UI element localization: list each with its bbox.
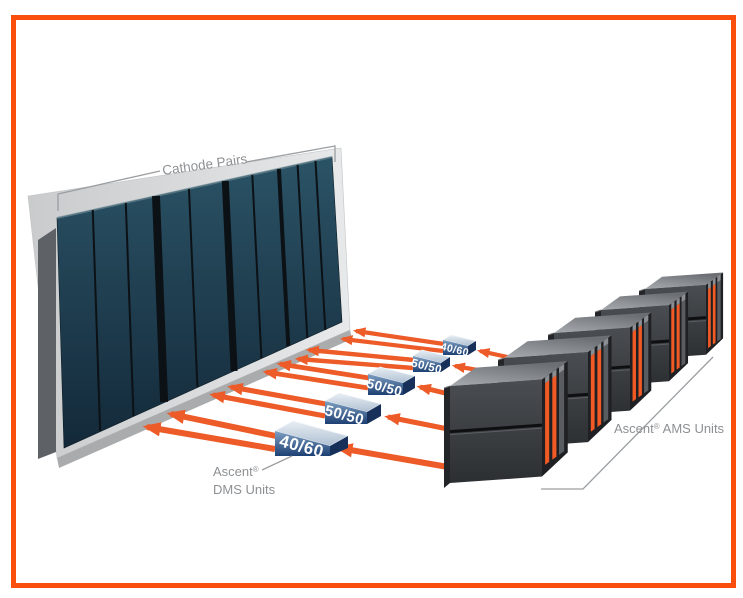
flow-arrow-out [142, 422, 276, 452]
dms-caption-pointer [261, 455, 293, 471]
ams-unit-connector [552, 369, 557, 379]
ams-orange-bar [632, 329, 636, 402]
cathode-back-panel [38, 228, 56, 459]
dms-box-1: 40/60 [439, 334, 477, 359]
ams-unit-connector [717, 274, 721, 283]
flow-arrow-out [294, 354, 414, 371]
cathode-pairs-bracket-right [245, 145, 336, 163]
flow-arrow-in [334, 443, 449, 470]
ams-unit-connector [638, 319, 642, 328]
ams-unit-connector [708, 281, 711, 290]
ams-orange-bar [552, 375, 557, 460]
ams-gray-slat [644, 320, 649, 394]
ams-gray-slat [559, 369, 565, 455]
ams-orange-bar [638, 325, 642, 398]
cathode-panel-top-highlight [56, 156, 333, 219]
ams-orange-bar [708, 287, 711, 349]
ams-unit-connector [603, 337, 609, 348]
border-frame [11, 15, 736, 588]
ams-units-group [443, 272, 724, 488]
ams-caption: Ascent®AMS Units [614, 421, 725, 436]
cathode-assembly: Cathode Pairs [27, 145, 352, 468]
ams-unit-connector [545, 374, 550, 384]
ams-unit-connector [676, 297, 680, 306]
ams-unit-connector [632, 323, 636, 332]
ams-unit-1 [443, 361, 568, 488]
flow-arrow-out [276, 359, 370, 381]
dms-box-2: 50/50 [410, 349, 451, 377]
ams-orange-bar [712, 283, 716, 345]
ams-orange-bar [676, 303, 680, 370]
ams-unit-connector [597, 342, 602, 352]
flow-arrow-out [352, 327, 445, 347]
dms-box-3: 50/50 [365, 366, 417, 399]
dms-box-5: 40/60 [273, 420, 350, 461]
ams-unit-connector [590, 347, 595, 357]
ams-unit-connector [644, 314, 649, 324]
ams-units-bracket [541, 356, 714, 490]
ams-orange-bar [597, 348, 602, 427]
ams-unit-connector [712, 277, 716, 286]
cathode-pairs-bracket-left [57, 170, 161, 211]
flow-arrow-out [209, 391, 326, 419]
flow-arrow-out [339, 335, 444, 354]
ams-gray-slat [717, 280, 721, 342]
ams-orange-bar [545, 380, 550, 465]
flow-arrow-out [166, 409, 277, 439]
ams-unit-connector [559, 363, 565, 374]
dms-caption-line2: DMS Units [213, 482, 276, 497]
cathode-dividers [91, 160, 327, 432]
flow-arrow-out [305, 345, 415, 363]
ams-gray-slat [603, 343, 609, 423]
dms-caption-line1: Ascent® [213, 464, 259, 479]
ams-orange-bar [671, 307, 675, 374]
flow-arrow-out [227, 382, 327, 407]
flow-arrow-in [384, 413, 449, 432]
dms-box-4: 50/50 [323, 392, 383, 429]
flow-arrow-out [262, 367, 369, 391]
ams-unit-connector [671, 301, 675, 310]
ams-gray-slat [681, 299, 686, 367]
ams-unit-connector [681, 293, 686, 303]
ams-orange-bar [590, 353, 595, 432]
